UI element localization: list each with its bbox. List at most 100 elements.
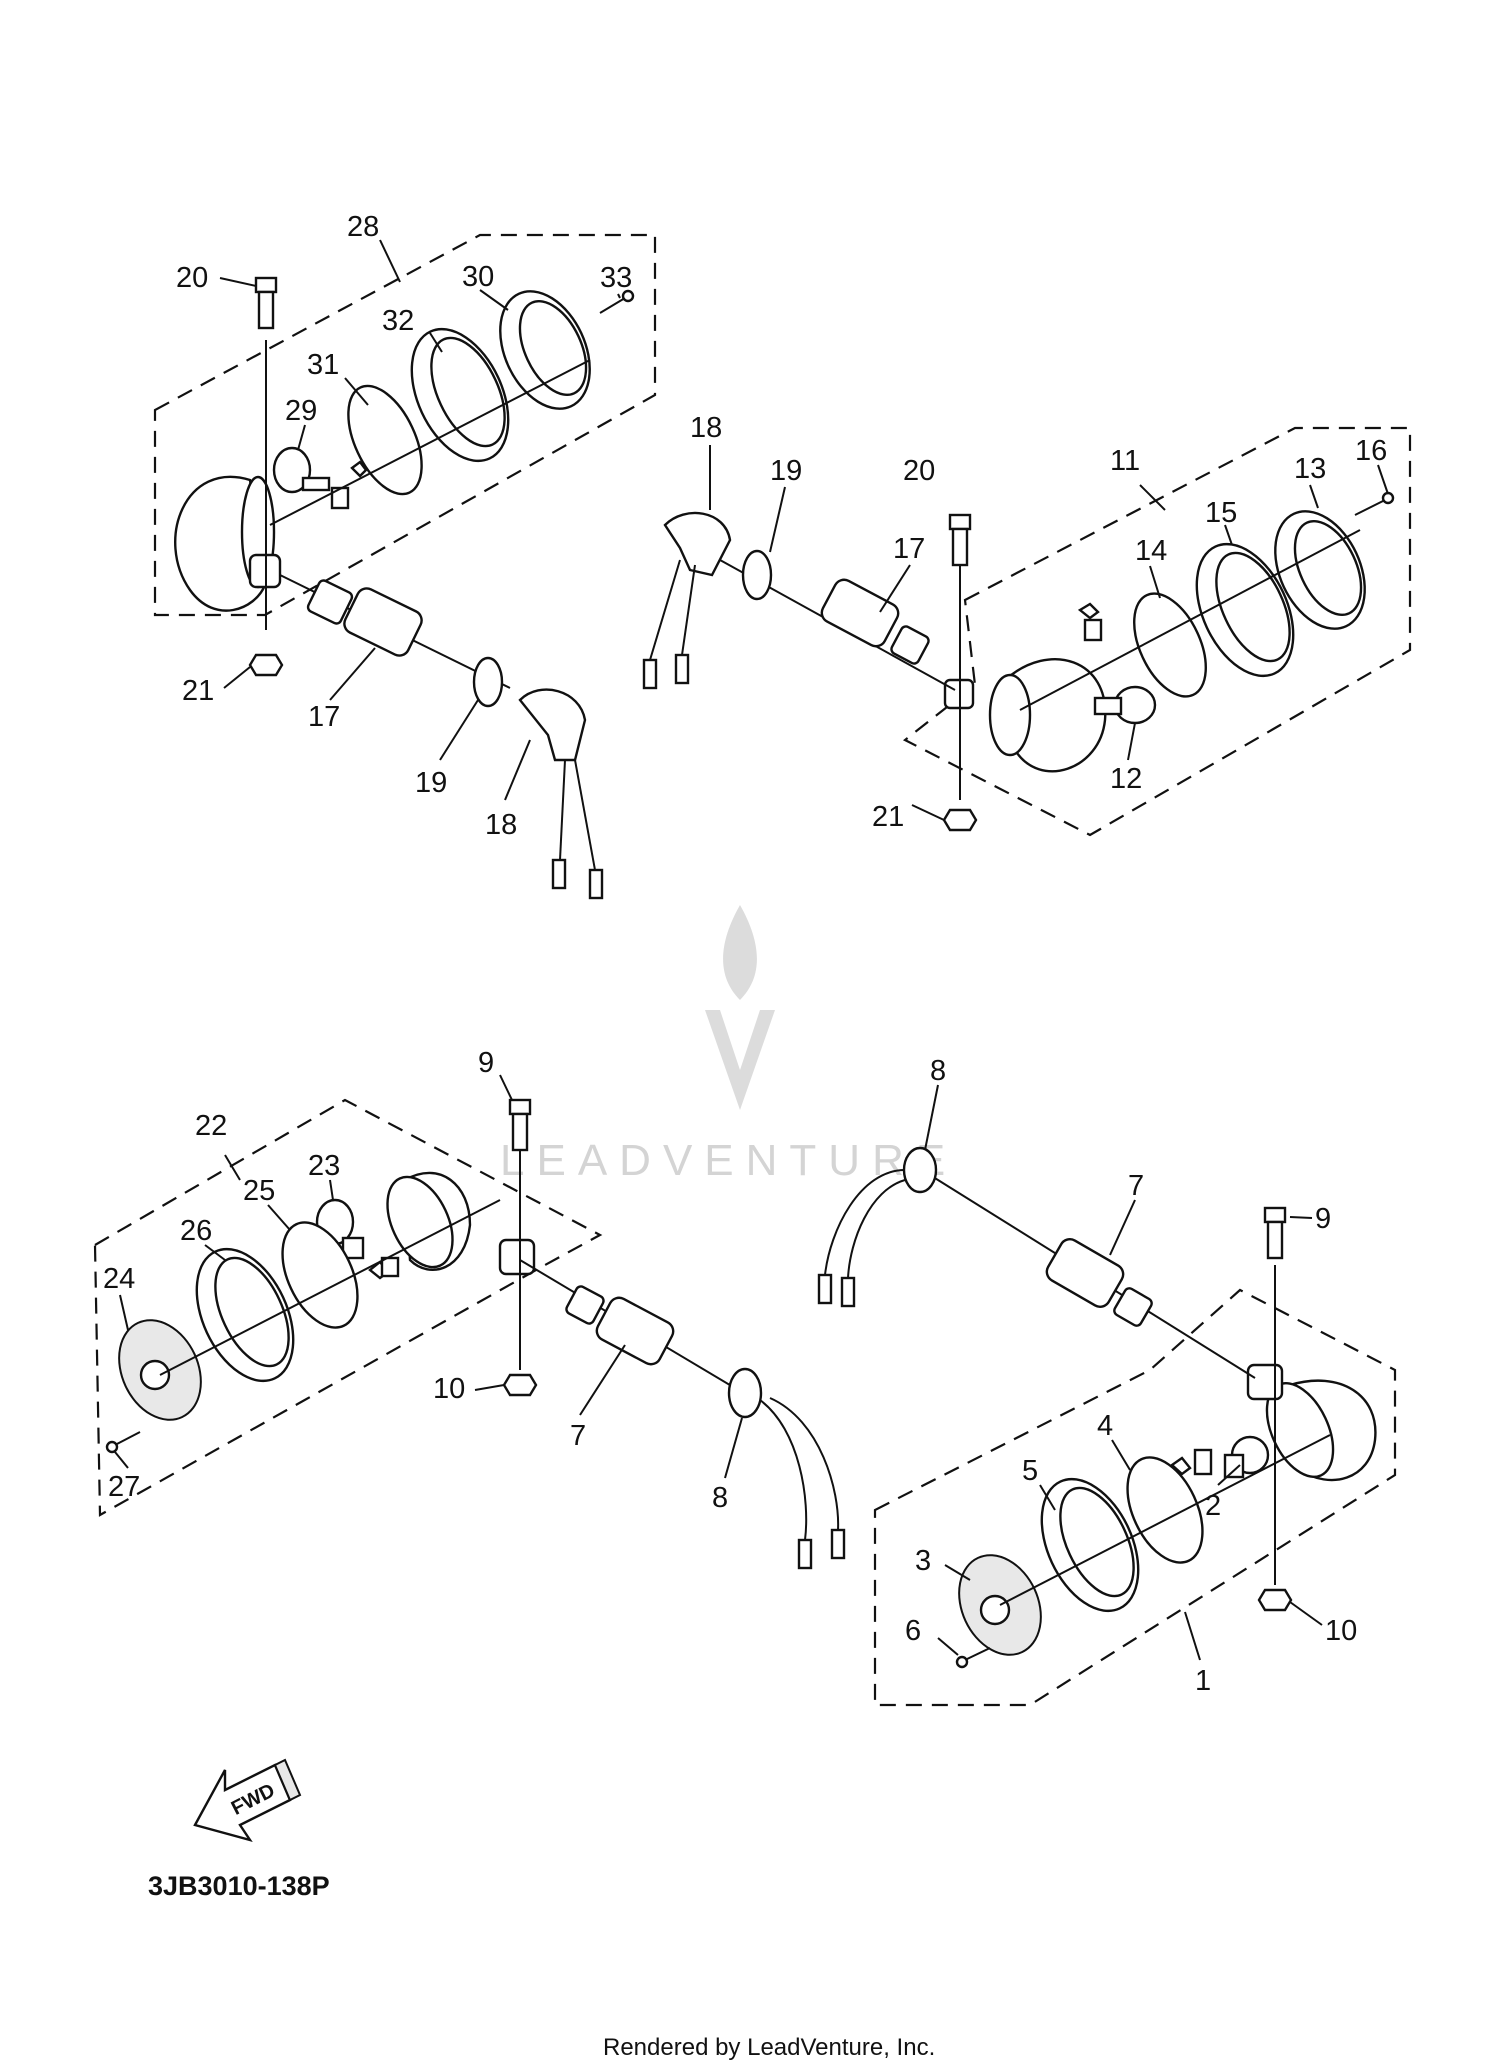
leader-31 (344, 377, 369, 406)
lens-24-center (139, 1359, 171, 1391)
gasket-4 (1126, 1456, 1204, 1564)
assembly-22-boundary (93, 1098, 603, 1517)
leader-1 (1184, 1611, 1201, 1661)
socket-lower-left (380, 1256, 400, 1278)
leader-13 (1309, 484, 1319, 509)
label-15: 15 (1205, 497, 1237, 529)
grommet-8-lower-left (727, 1367, 763, 1419)
label-10-b: 10 (1325, 1615, 1357, 1647)
screw-27-head (105, 1440, 119, 1454)
leader-9-b (1289, 1216, 1313, 1219)
assembly-1-boundary (873, 1288, 1397, 1707)
label-20-b: 20 (903, 455, 935, 487)
leader-21-b (911, 804, 945, 821)
label-11: 11 (1110, 445, 1140, 477)
lamp-housing-upper-right (1003, 657, 1107, 773)
leader-18 (504, 739, 531, 801)
leader-11 (1139, 484, 1166, 511)
fwd-arrow-side (273, 1758, 302, 1802)
leader-22 (224, 1154, 241, 1181)
socket-upper-right (1083, 618, 1103, 642)
lens-3-center (979, 1594, 1011, 1626)
assembly-upper-left (153, 233, 657, 900)
assembly-lower-right (817, 1084, 1397, 1707)
terminal-b-lower-left (830, 1528, 846, 1560)
bolt-9-head-lower-left (508, 1098, 532, 1116)
label-5: 5 (1022, 1455, 1038, 1487)
assembly-upper-right (642, 426, 1412, 837)
label-17: 17 (308, 701, 340, 733)
bulb-12-base (1093, 696, 1123, 716)
leader-28 (379, 239, 401, 283)
leader-15 (1224, 524, 1233, 546)
leader-10 (474, 1384, 505, 1391)
lead-wire-c (649, 559, 681, 661)
label-17-b: 17 (893, 533, 925, 565)
connector-lower-right (1113, 1287, 1153, 1327)
terminal-a-upper-left (551, 858, 567, 890)
screw-6 (964, 1647, 991, 1661)
terminal-b-lower-right (840, 1276, 856, 1308)
nut-21-upper-left (248, 653, 284, 677)
leader-7 (579, 1344, 626, 1416)
bulb-23-base (341, 1236, 365, 1260)
stay-bracket-lower-right (1246, 1363, 1284, 1401)
leader-26 (204, 1244, 226, 1261)
watermark-logo-icon (705, 905, 775, 1110)
leader-30 (479, 289, 509, 311)
footer-credit: Rendered by LeadVenture, Inc. (603, 2034, 935, 2061)
label-32: 32 (382, 305, 414, 337)
label-25: 25 (243, 1175, 275, 1207)
label-18: 18 (485, 809, 517, 841)
label-6: 6 (905, 1615, 921, 1647)
label-19-b: 19 (770, 455, 802, 487)
leader-25 (267, 1204, 291, 1231)
leader-29 (297, 424, 306, 451)
leader-16 (1377, 464, 1389, 495)
bulb-29 (272, 446, 312, 494)
bolt-9-shank-lower-right (1266, 1220, 1284, 1260)
label-14: 14 (1135, 535, 1167, 567)
rim-32-inner (430, 336, 506, 448)
label-30: 30 (462, 261, 494, 293)
harness-17-upper-right (820, 578, 900, 648)
leader-12 (1127, 722, 1136, 761)
socket-lower-right (1193, 1448, 1213, 1476)
label-27: 27 (108, 1471, 140, 1503)
leader-17 (329, 647, 376, 701)
rim-15-inner (1215, 551, 1291, 663)
label-8-b: 8 (930, 1055, 946, 1087)
screw-33 (599, 297, 626, 314)
assembly-axis-lower-left (159, 1199, 501, 1376)
lead-wire-h (847, 1179, 906, 1279)
lead-wire-e (759, 1399, 808, 1541)
label-24: 24 (103, 1263, 135, 1295)
nut-21-upper-right (942, 808, 978, 832)
screw-27 (114, 1431, 141, 1446)
screw-small-upper-right (1077, 602, 1100, 620)
lead-wire-g (824, 1169, 906, 1276)
leader-19-b (769, 486, 786, 553)
terminal-b-upper-right (674, 653, 690, 685)
label-16: 16 (1355, 435, 1387, 467)
label-10: 10 (433, 1373, 465, 1405)
connector-upper-right (890, 625, 930, 665)
lead-wire-b (574, 759, 596, 871)
label-13: 13 (1294, 453, 1326, 485)
housing-rim-lower-left (386, 1175, 454, 1269)
gasket-14 (1133, 592, 1207, 698)
assembly-axis-upper-right (1019, 529, 1361, 711)
watermark: LEADVENTURE (500, 905, 945, 1185)
connector-lower-left (565, 1285, 605, 1325)
leader-3 (944, 1564, 971, 1581)
rim-26-inner (214, 1256, 290, 1368)
leader-8 (724, 1417, 743, 1479)
label-20: 20 (176, 262, 208, 294)
bolt-9-head-lower-right (1263, 1206, 1287, 1224)
leader-9 (499, 1074, 513, 1101)
harness-7-lower-left (595, 1296, 675, 1366)
leader-20 (219, 277, 257, 287)
bolt-20-head (254, 276, 278, 294)
label-7: 7 (570, 1420, 586, 1452)
cover-18-upper-right (663, 511, 732, 577)
